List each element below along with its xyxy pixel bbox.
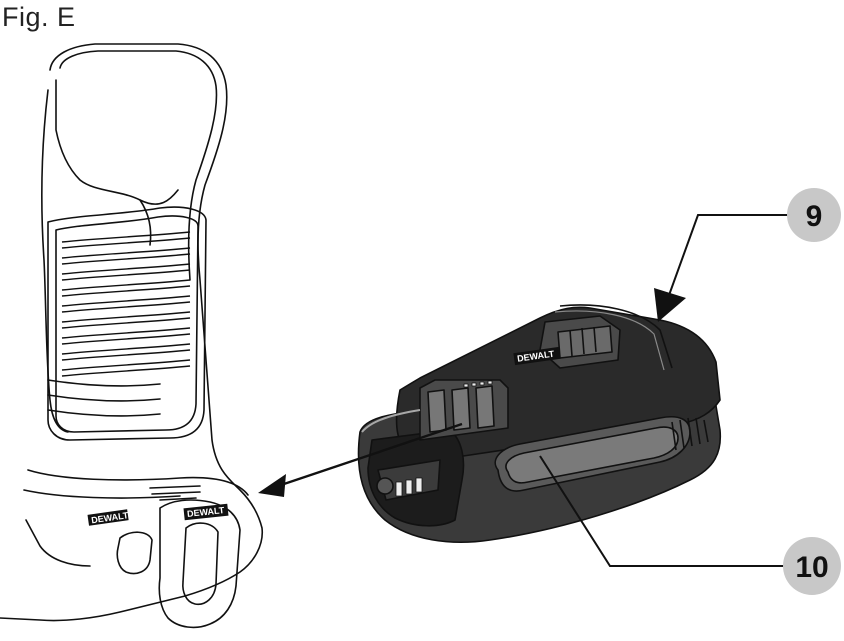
- drill-brand-badge: DEWALT: [87, 509, 129, 525]
- drill-body: [0, 44, 262, 627]
- callout-9: 9: [787, 188, 841, 242]
- callout-10: 10: [783, 537, 841, 595]
- battery-pack: [358, 305, 720, 542]
- callout-9-number: 9: [806, 200, 823, 233]
- clip-brand-text: DEWALT: [187, 505, 226, 519]
- callout-10-number: 10: [795, 551, 828, 584]
- leader-line-9: [654, 215, 788, 322]
- drill-vents: [62, 232, 190, 376]
- clip-brand-badge: DEWALT: [183, 504, 228, 521]
- drill-brand-text: DEWALT: [91, 510, 130, 525]
